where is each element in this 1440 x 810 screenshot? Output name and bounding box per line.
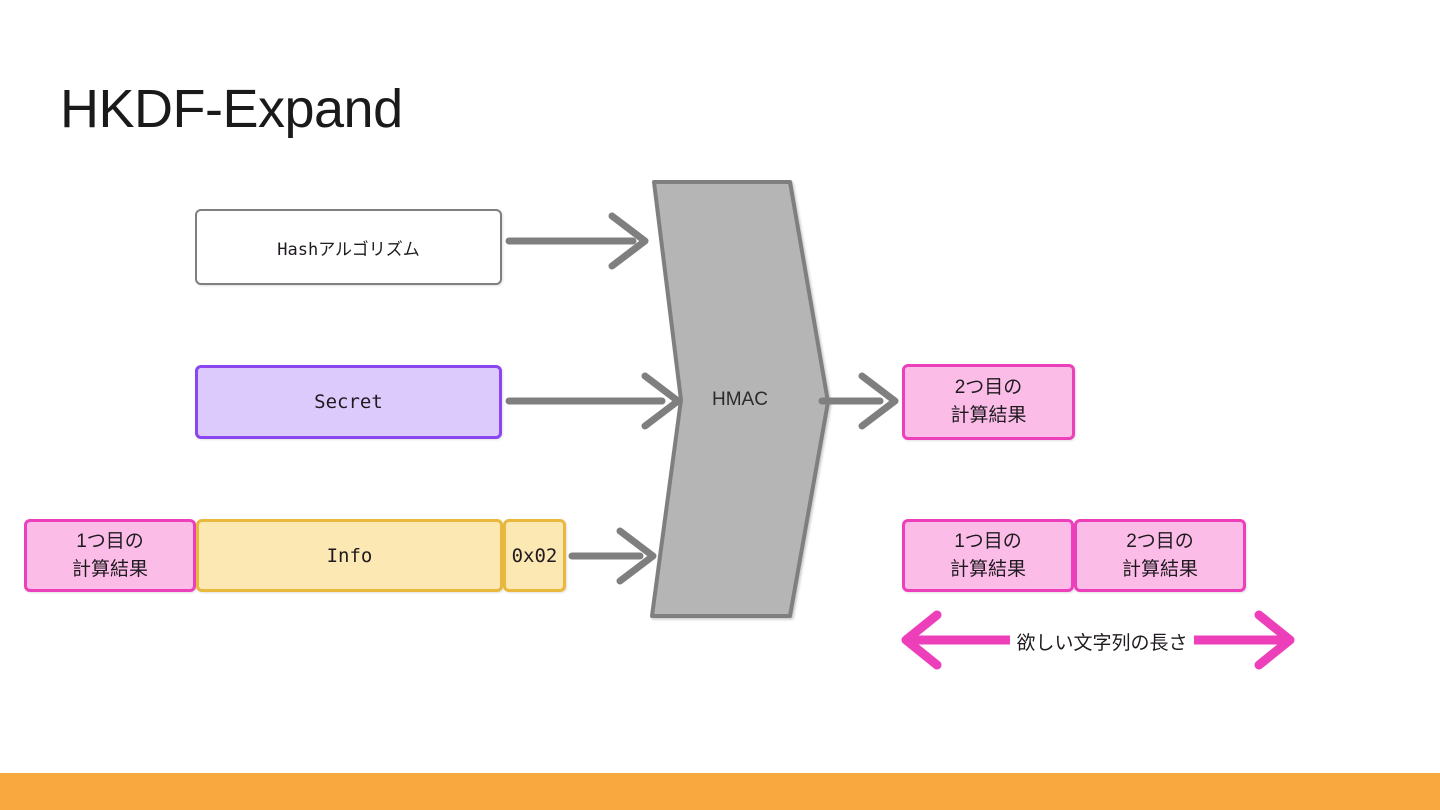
- arrow-hmac-to-output: [818, 372, 899, 430]
- node-secret[interactable]: Secret: [195, 365, 502, 439]
- hmac-process-label-wrap: HMAC: [630, 170, 850, 630]
- node-counter-byte-label: 0x02: [511, 544, 558, 567]
- hmac-process-label: HMAC: [712, 389, 768, 410]
- node-concat-result-2-line2: 計算結果: [1121, 558, 1198, 580]
- node-concat-result-2-line1: 2つ目の: [1126, 530, 1194, 552]
- node-second-result-output-line1: 2つ目の: [954, 377, 1023, 399]
- node-concat-result-1-line1: 1つ目の: [954, 530, 1022, 552]
- footer-accent-bar: [0, 773, 1440, 810]
- arrow-hash-to-hmac: [505, 212, 649, 270]
- node-previous-result-line2: 計算結果: [71, 558, 148, 580]
- node-hash-algorithm-label: Hashアルゴリズム: [277, 239, 420, 260]
- node-second-result-output-line2: 計算結果: [950, 405, 1027, 426]
- node-concat-result-1[interactable]: 1つ目の 計算結果: [902, 519, 1074, 592]
- node-info-label: Info: [326, 544, 373, 567]
- node-secret-label: Secret: [314, 391, 383, 413]
- node-previous-result[interactable]: 1つ目の 計算結果: [24, 519, 196, 592]
- page-title: HKDF-Expand: [60, 79, 403, 139]
- node-info[interactable]: Info: [196, 519, 503, 592]
- node-hash-algorithm[interactable]: Hashアルゴリズム: [195, 209, 502, 285]
- node-concat-result-2[interactable]: 2つ目の 計算結果: [1074, 519, 1246, 592]
- arrow-info-to-hmac: [568, 527, 657, 585]
- node-second-result-output[interactable]: 2つ目の 計算結果: [902, 364, 1075, 440]
- node-concat-result-1-line2: 計算結果: [949, 558, 1026, 580]
- node-previous-result-line1: 1つ目の: [76, 530, 144, 552]
- desired-length-label: 欲しい文字列の長さ: [1010, 628, 1194, 655]
- node-counter-byte[interactable]: 0x02: [503, 519, 566, 592]
- hmac-process-shape: [650, 180, 830, 618]
- arrow-secret-to-hmac: [505, 372, 682, 430]
